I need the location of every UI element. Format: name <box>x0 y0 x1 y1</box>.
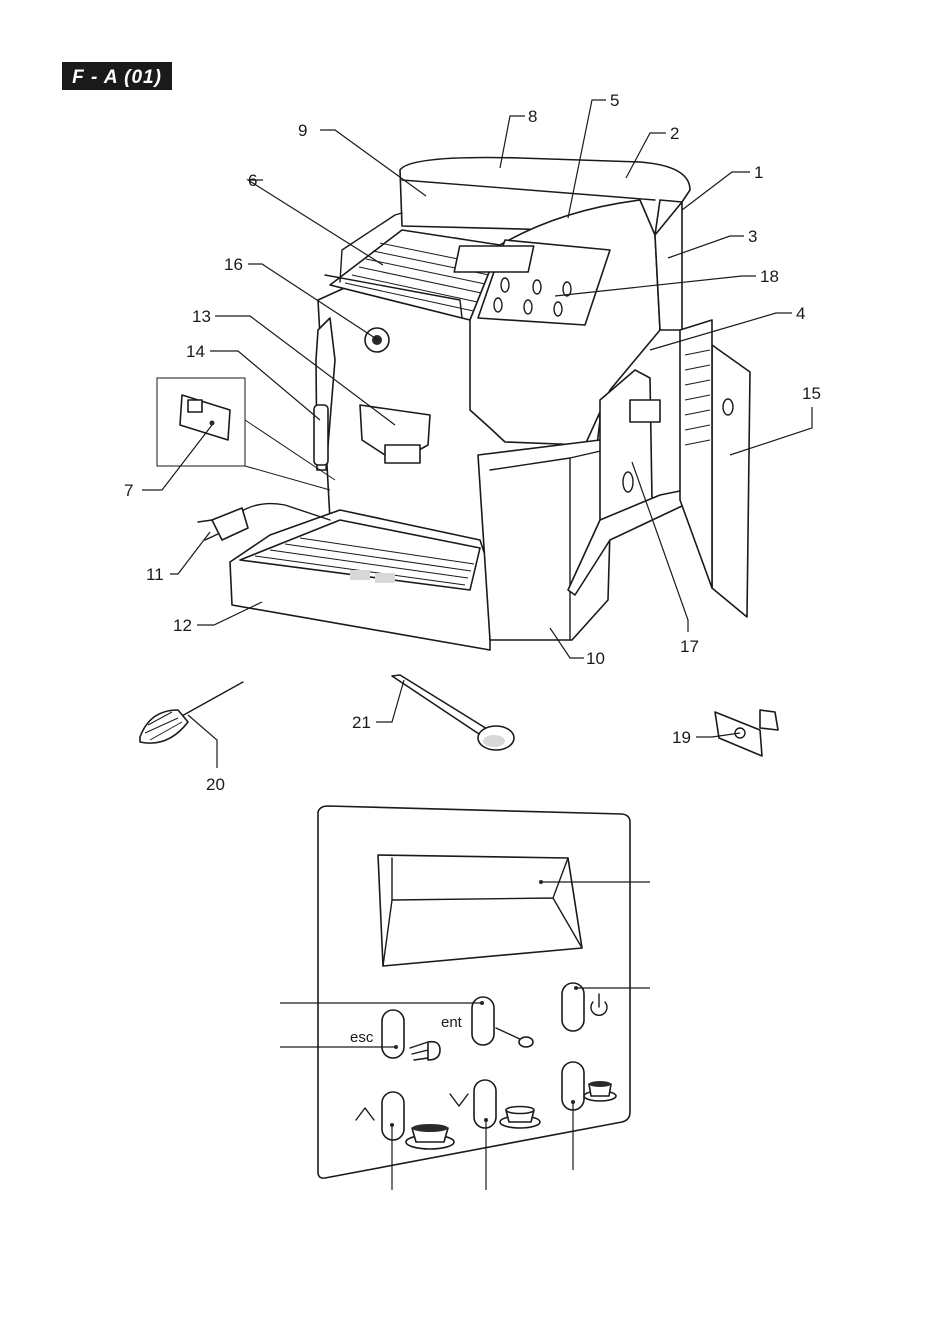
esc-button[interactable] <box>382 1010 404 1058</box>
label-1: 1 <box>754 163 763 182</box>
side-panel <box>655 202 682 330</box>
label-11: 11 <box>146 565 164 584</box>
measuring-spoon <box>392 675 514 750</box>
label-19: 19 <box>672 728 691 747</box>
coffee-machine <box>157 158 750 651</box>
label-16: 16 <box>224 255 243 274</box>
medium-cup-icon <box>500 1107 540 1129</box>
label-4: 4 <box>796 304 805 323</box>
label-18: 18 <box>760 267 779 286</box>
label-14: 14 <box>186 342 205 361</box>
label-3: 3 <box>748 227 757 246</box>
large-cup-icon <box>406 1124 454 1149</box>
ent-label: ent <box>441 1014 463 1031</box>
up-button[interactable] <box>382 1092 404 1140</box>
adjustment-key <box>715 710 778 756</box>
cleaning-brush <box>140 682 243 743</box>
brush-bristles <box>140 710 188 743</box>
label-21: 21 <box>352 713 371 732</box>
service-door <box>712 345 750 617</box>
control-panel-detail: esc ent <box>280 806 650 1190</box>
label-2: 2 <box>670 124 679 143</box>
label-15: 15 <box>802 384 821 403</box>
label-9: 9 <box>298 121 307 140</box>
power-switch-inset <box>157 378 335 490</box>
label-20: 20 <box>206 775 225 794</box>
panel-display <box>378 855 582 966</box>
power-plug <box>212 508 248 540</box>
label-12: 12 <box>173 616 192 635</box>
label-10: 10 <box>586 649 605 668</box>
display-window <box>454 246 534 272</box>
figure-badge: F - A (01) <box>62 62 172 90</box>
power-button[interactable] <box>562 983 584 1031</box>
label-17: 17 <box>680 637 699 656</box>
label-8: 8 <box>528 107 537 126</box>
label-7: 7 <box>124 481 133 500</box>
label-13: 13 <box>192 307 211 326</box>
label-6: 6 <box>248 171 257 190</box>
power-cord <box>240 504 330 520</box>
label-5: 5 <box>610 91 619 110</box>
esc-label: esc <box>350 1029 374 1046</box>
figure-badge-text: F - A (01) <box>72 67 162 88</box>
